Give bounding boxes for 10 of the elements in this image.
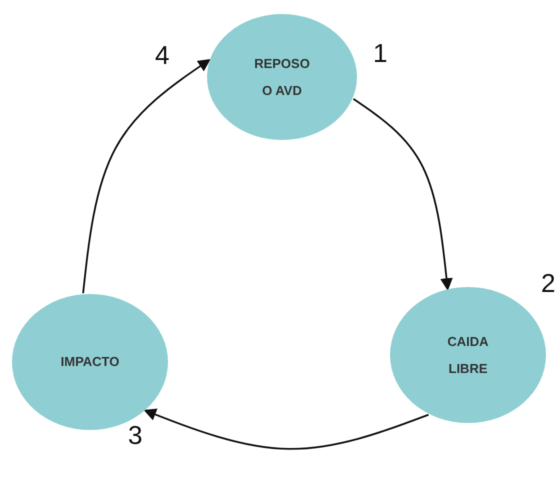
step-number: 1: [373, 38, 388, 69]
arrow: [144, 408, 429, 450]
step-number: 4: [155, 40, 170, 71]
step-number: 3: [128, 420, 142, 451]
stage-label: CAIDA LIBRE: [446, 332, 490, 378]
arrow: [82, 59, 211, 294]
arrow: [352, 98, 453, 291]
step-number: 2: [541, 268, 556, 299]
stage-label: REPOSO O AVD: [253, 54, 311, 100]
stage-label: IMPACTO: [60, 353, 120, 372]
